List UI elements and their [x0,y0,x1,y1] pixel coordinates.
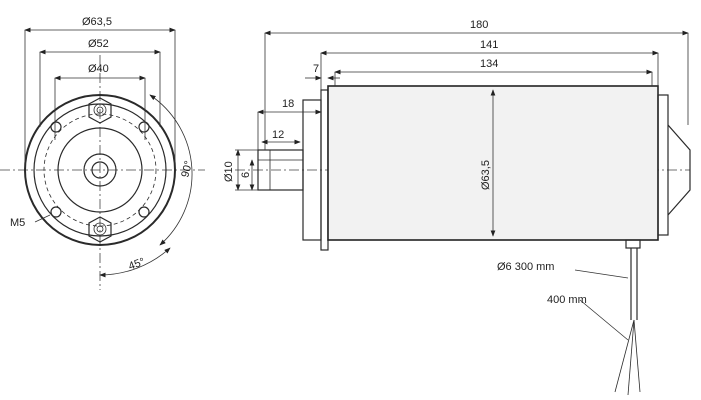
side-view: 180 141 134 7 18 12 Ø10 6 Ø63,5 [223,19,691,251]
cable-lead-length: 400 mm [547,294,587,306]
dim-shaft-flat-dim: 6 [240,172,252,178]
m5-leader [34,214,51,223]
dim-body-length: 134 [480,58,498,70]
front-view: Ø63,5 Ø52 Ø40 M5 90° 45° [0,16,205,290]
dim-overall-length: 180 [470,19,488,31]
m5-hole-top-left [50,121,62,133]
shaft-end [91,161,109,179]
dim-shaft-diameter: Ø10 [223,161,235,182]
angle-90-label: 90° [179,160,195,179]
top-hex-nut [88,97,112,124]
cable-diameter-length: Ø6 300 mm [497,261,554,273]
cable-leader-2 [579,299,629,341]
dim-body-with-flange: 141 [480,39,498,51]
dim-shaft-flat: 12 [272,129,284,141]
cable-gland [625,239,641,249]
rear-end-cap [657,94,669,236]
terminal-box [667,124,691,216]
m5-hole-top-right [138,121,150,133]
dim-flange-thickness: 7 [313,63,319,75]
dim-body-diameter: Ø63,5 [480,160,492,190]
wire-3 [633,319,641,393]
pilot-circle [57,127,143,213]
cable-leader-1 [574,269,629,279]
m5-hole-bottom-right [138,206,150,218]
dim-shaft-total: 18 [282,98,294,110]
m5-hole-bottom-left [50,206,62,218]
angle-45-arc [99,247,171,278]
angle-90-arc [149,94,193,246]
wire-1 [614,319,635,393]
cable: Ø6 300 mm 400 mm [497,239,641,396]
dim-bolt-circle: Ø52 [88,38,109,50]
angle-45-label: 45° [127,256,147,273]
dim-outer-diameter: Ø63,5 [82,16,112,28]
thread-label: M5 [10,217,25,229]
bottom-hex-nut [88,216,112,243]
dim-pilot-diameter: Ø40 [88,63,109,75]
wire-2 [627,319,635,396]
shaft-boss [83,153,117,187]
